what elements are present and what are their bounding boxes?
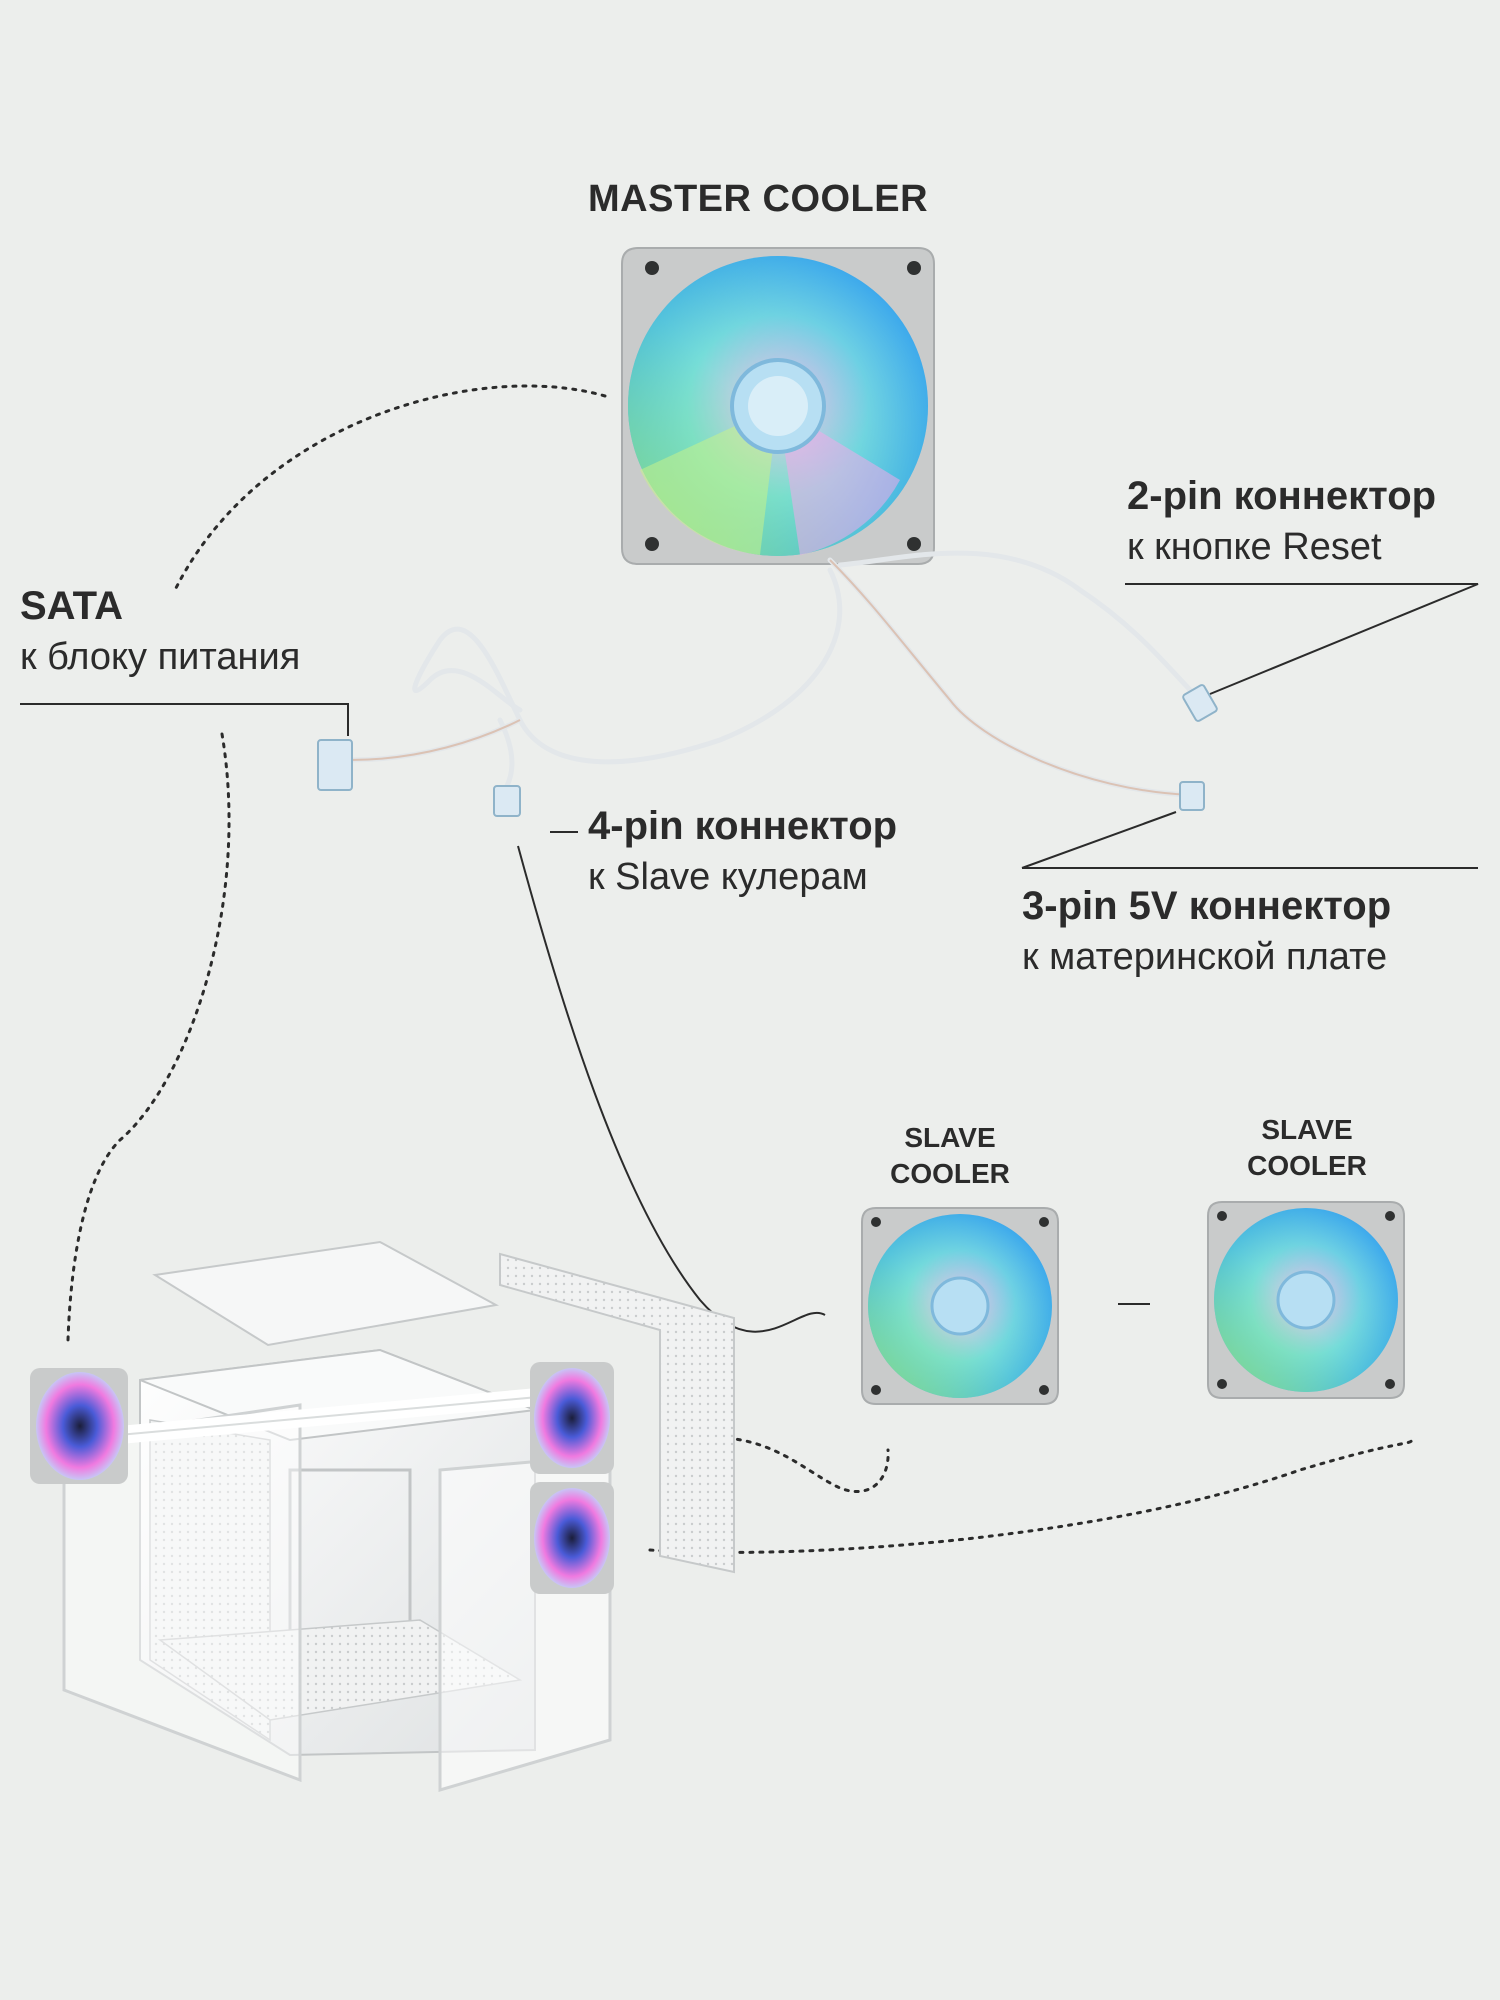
slave-cooler-2-label: SLAVE COOLER — [1237, 1112, 1377, 1184]
master-cooler-fan — [621, 247, 935, 565]
sata-connector — [317, 739, 353, 791]
motherboard-connector-sub: к материнской плате — [1022, 936, 1388, 978]
sata-label-sub: к блоку питания — [20, 636, 301, 678]
slave-connector-sub: к Slave кулерам — [588, 856, 868, 898]
slave-cooler-1-line1: SLAVE — [904, 1122, 996, 1153]
cable-strands — [349, 559, 1191, 796]
three-pin-connector — [1179, 781, 1205, 811]
slave-cooler-2-line2: COOLER — [1247, 1150, 1367, 1181]
slave-cooler-1-line2: COOLER — [890, 1158, 1010, 1189]
reset-connector-title: 2-pin коннектор — [1127, 474, 1437, 518]
two-pin-connector — [1182, 684, 1218, 722]
case-rear-fan-bottom — [530, 1482, 614, 1594]
slave-connector-title: 4-pin коннектор — [588, 804, 898, 848]
master-cooler-label: MASTER COOLER — [588, 178, 929, 220]
callout-lines — [20, 583, 1479, 1333]
pc-case-illustration — [30, 1240, 735, 1793]
slave-cooler-1-label: SLAVE COOLER — [880, 1120, 1020, 1192]
motherboard-connector-title: 3-pin 5V коннектор — [1022, 884, 1392, 928]
case-front-fan — [30, 1368, 128, 1484]
cables — [347, 550, 1198, 798]
case-rear-fan-top — [530, 1362, 614, 1474]
slave-cooler-fan-1 — [861, 1207, 1059, 1405]
four-pin-connector — [493, 785, 521, 817]
slave-cooler-fan-2 — [1207, 1201, 1405, 1399]
sata-label-title: SATA — [20, 584, 123, 628]
reset-connector-sub: к кнопке Reset — [1127, 526, 1382, 568]
slave-cooler-2-line1: SLAVE — [1261, 1114, 1353, 1145]
